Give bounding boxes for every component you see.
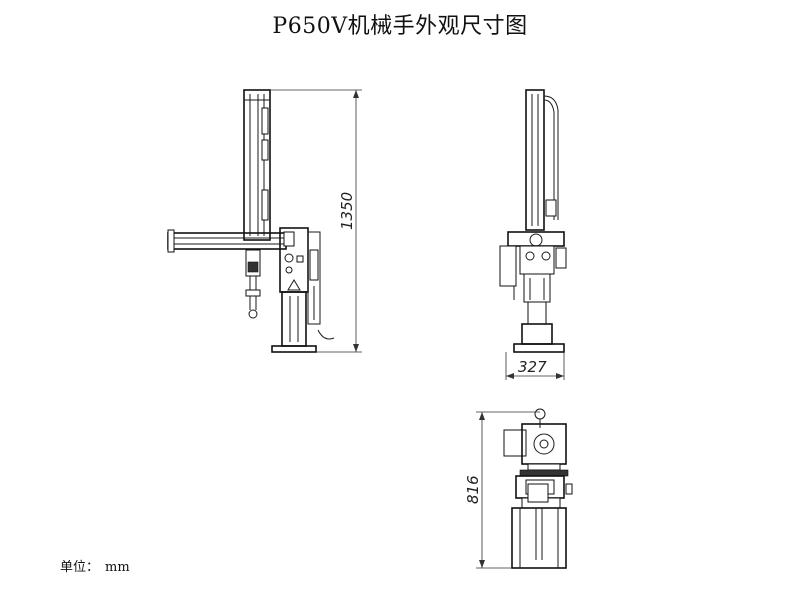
unit-note: 单位： mm bbox=[60, 556, 136, 575]
pedestal bbox=[281, 291, 307, 347]
drawing-title: P650V机械手外观尺寸图 bbox=[272, 14, 528, 39]
side-view: 327 bbox=[499, 89, 567, 380]
side-column bbox=[525, 89, 545, 231]
top-head bbox=[521, 423, 567, 465]
dimension-1350: 1350 bbox=[338, 192, 356, 230]
horizontal-arm bbox=[167, 232, 287, 250]
top-frame bbox=[511, 507, 567, 569]
top-view: 816 bbox=[464, 408, 573, 569]
top-motor-block bbox=[503, 429, 527, 457]
front-view: 1350 bbox=[167, 89, 362, 353]
unit-value: mm bbox=[105, 560, 130, 575]
vertical-arm bbox=[243, 89, 271, 241]
base-plate bbox=[271, 345, 317, 353]
dimension-816: 816 bbox=[464, 475, 482, 504]
side-base bbox=[513, 343, 565, 353]
unit-label: 单位： bbox=[60, 560, 100, 575]
side-pedestal bbox=[521, 323, 553, 345]
dimension-327: 327 bbox=[518, 358, 547, 376]
